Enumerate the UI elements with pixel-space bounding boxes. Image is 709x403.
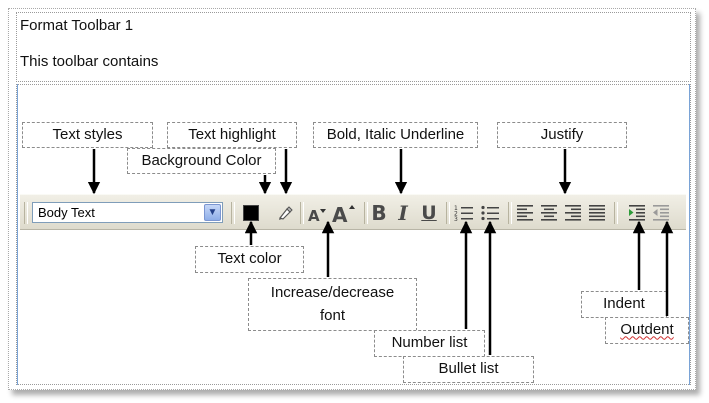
svg-text:A: A xyxy=(308,207,320,223)
outdent-icon xyxy=(653,205,669,221)
align-left-button[interactable] xyxy=(514,201,536,224)
content-right-edge xyxy=(689,84,690,385)
bullet-list-button[interactable] xyxy=(479,201,501,224)
align-right-button[interactable] xyxy=(562,201,584,224)
label-text-color: Text color xyxy=(195,246,304,273)
label-background-color: Background Color xyxy=(127,148,276,174)
text-style-select[interactable]: Body Text ▼ xyxy=(32,202,223,223)
toolbar-gripper[interactable] xyxy=(24,202,28,224)
decrease-font-button[interactable]: A xyxy=(306,201,328,224)
label-increase-decrease-line1: Increase/decrease xyxy=(270,284,395,301)
label-outdent-text: Outdent xyxy=(620,321,674,339)
color-swatch-icon xyxy=(243,204,259,221)
label-text-highlight: Text highlight xyxy=(167,122,297,148)
chevron-down-icon[interactable]: ▼ xyxy=(204,204,221,221)
align-justify-button[interactable] xyxy=(586,201,608,224)
toolbar-separator xyxy=(446,202,450,224)
toolbar-separator xyxy=(231,202,235,224)
label-text-styles: Text styles xyxy=(22,122,153,148)
content-left-edge xyxy=(17,84,18,385)
label-outdent: Outdent xyxy=(605,317,689,344)
highlight-button[interactable] xyxy=(274,201,296,224)
toolbar-separator xyxy=(508,202,512,224)
highlighter-icon xyxy=(279,205,293,220)
italic-button[interactable]: I xyxy=(392,200,414,225)
toolbar-separator xyxy=(300,202,304,224)
toolbar-separator xyxy=(614,202,618,224)
bullet-list-icon xyxy=(481,205,499,220)
bold-icon: B xyxy=(371,200,387,225)
svg-text:1: 1 xyxy=(454,205,458,212)
header-box xyxy=(16,12,691,82)
label-increase-decrease-line2: font xyxy=(319,306,346,324)
indent-icon xyxy=(629,205,645,221)
align-left-icon xyxy=(517,205,533,221)
decrease-font-icon: A xyxy=(308,207,326,223)
outdent-button[interactable] xyxy=(650,201,672,224)
align-right-icon xyxy=(565,205,581,221)
text-color-button[interactable] xyxy=(240,201,262,224)
bold-button[interactable]: B xyxy=(368,200,390,225)
label-bullet-list: Bullet list xyxy=(403,356,534,383)
label-increase-decrease-font: Increase/decrease font xyxy=(248,278,417,331)
indent-button[interactable] xyxy=(626,201,648,224)
format-toolbar: Body Text ▼ A A B I U 1 2 3 xyxy=(20,194,686,230)
italic-icon: I xyxy=(398,200,408,225)
svg-text:A: A xyxy=(332,203,348,224)
align-justify-icon xyxy=(589,205,605,221)
text-style-value: Body Text xyxy=(38,205,95,220)
increase-font-icon: A xyxy=(332,203,355,224)
align-center-button[interactable] xyxy=(538,201,560,224)
number-list-button[interactable]: 1 2 3 xyxy=(453,201,475,224)
label-number-list: Number list xyxy=(374,330,485,357)
svg-text:3: 3 xyxy=(454,216,458,222)
underline-button[interactable]: U xyxy=(418,201,440,224)
number-list-icon: 1 2 3 xyxy=(454,205,473,222)
page-title: Format Toolbar 1 xyxy=(20,17,134,34)
increase-font-button[interactable]: A xyxy=(330,201,358,224)
label-indent: Indent xyxy=(581,291,667,318)
toolbar-separator xyxy=(364,202,368,224)
align-center-icon xyxy=(541,205,557,221)
svg-text:2: 2 xyxy=(454,210,458,217)
content-area xyxy=(16,84,691,385)
page-description: This toolbar contains xyxy=(20,53,159,70)
label-justify: Justify xyxy=(497,122,627,148)
label-bold-italic-underline: Bold, Italic Underline xyxy=(313,122,478,148)
underline-icon: U xyxy=(421,201,437,224)
